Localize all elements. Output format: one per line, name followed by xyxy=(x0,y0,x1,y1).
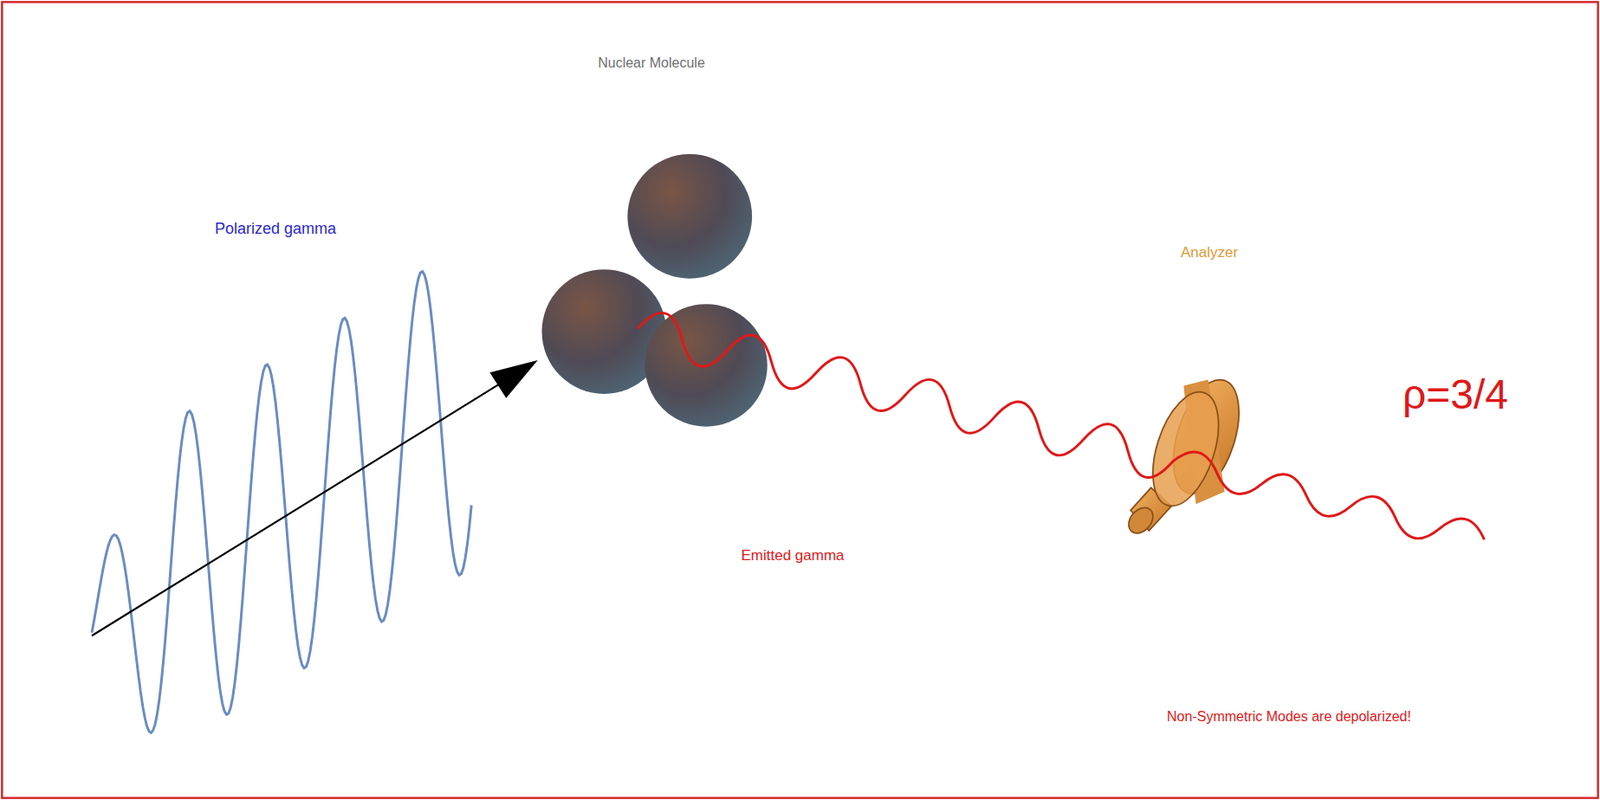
analyzer-symbol xyxy=(1123,371,1251,538)
emitted-wave xyxy=(632,307,1490,561)
polarized-wave xyxy=(91,272,472,734)
caption-label: Analyzer xyxy=(1180,244,1238,262)
caption-label: Nuclear Molecule xyxy=(597,54,706,72)
caption-label: Emitted gamma xyxy=(740,547,844,565)
nucleon-sphere xyxy=(627,154,752,279)
direction-arrow xyxy=(91,383,500,636)
caption-label: Non-Symmetric Modes are depolarized! xyxy=(1166,708,1412,726)
arrow-head xyxy=(489,360,538,399)
caption-label: Polarized gamma xyxy=(214,220,337,240)
formula-label: ρ=3/4 xyxy=(1402,369,1509,421)
